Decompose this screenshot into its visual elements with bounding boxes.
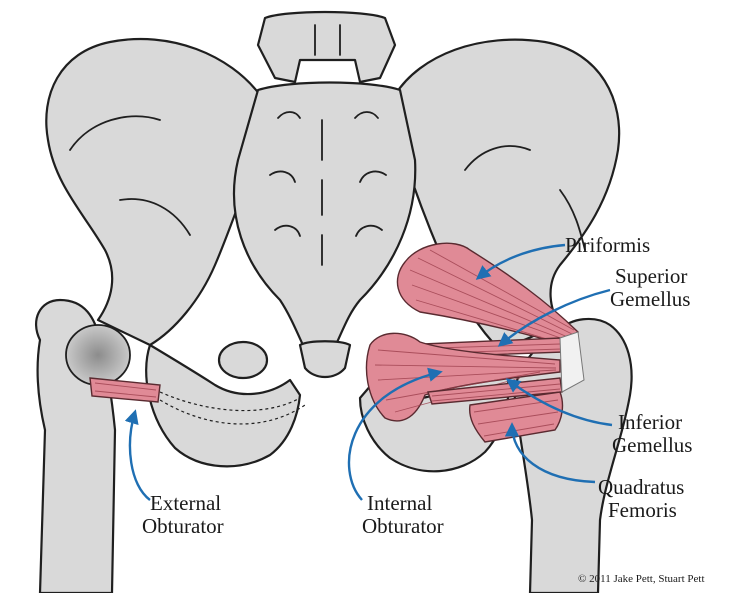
label-inferior-gemellus-line2: Gemellus [612,433,692,457]
label-quadratus-femoris-line2: Femoris [608,498,677,522]
label-external-obturator-line2: Obturator [142,514,224,538]
inferior-gemellus-arrow [505,378,613,427]
superior-gemellus-arrow [497,288,611,347]
quadratus-femoris-muscle [468,391,564,443]
label-quadratus-femoris-line1: Quadratus [598,475,684,499]
external-obturator-muscle [89,377,161,403]
piriformis-arrow [475,243,566,280]
label-piriformis: Piriformis [565,233,650,257]
quadratus-femoris-arrow [504,422,596,484]
internal-obturator-muscle [365,332,561,422]
label-internal-obturator-line1: Internal [367,491,432,515]
coccyx [298,340,352,379]
left-obturator-foramen [217,340,269,380]
sacrum [232,81,417,362]
label-inferior-gemellus-line1: Inferior [618,410,682,434]
label-internal-obturator-line2: Obturator [362,514,444,538]
external-obturator-path [159,391,301,412]
internal-obturator-arrow [347,367,443,501]
left-ilium [45,37,262,347]
muscle-tendons [559,331,585,393]
copyright-notice: © 2011 Jake Pett, Stuart Pett [578,573,705,585]
external-obturator-arrow [124,409,151,501]
left-hip-joint [65,324,131,386]
left-pubis-ischium [145,343,302,468]
label-superior-gemellus-line1: Superior [615,264,687,288]
label-external-obturator-line1: External [150,491,221,515]
lumbar-vertebra [256,10,397,84]
label-superior-gemellus-line2: Gemellus [610,287,690,311]
